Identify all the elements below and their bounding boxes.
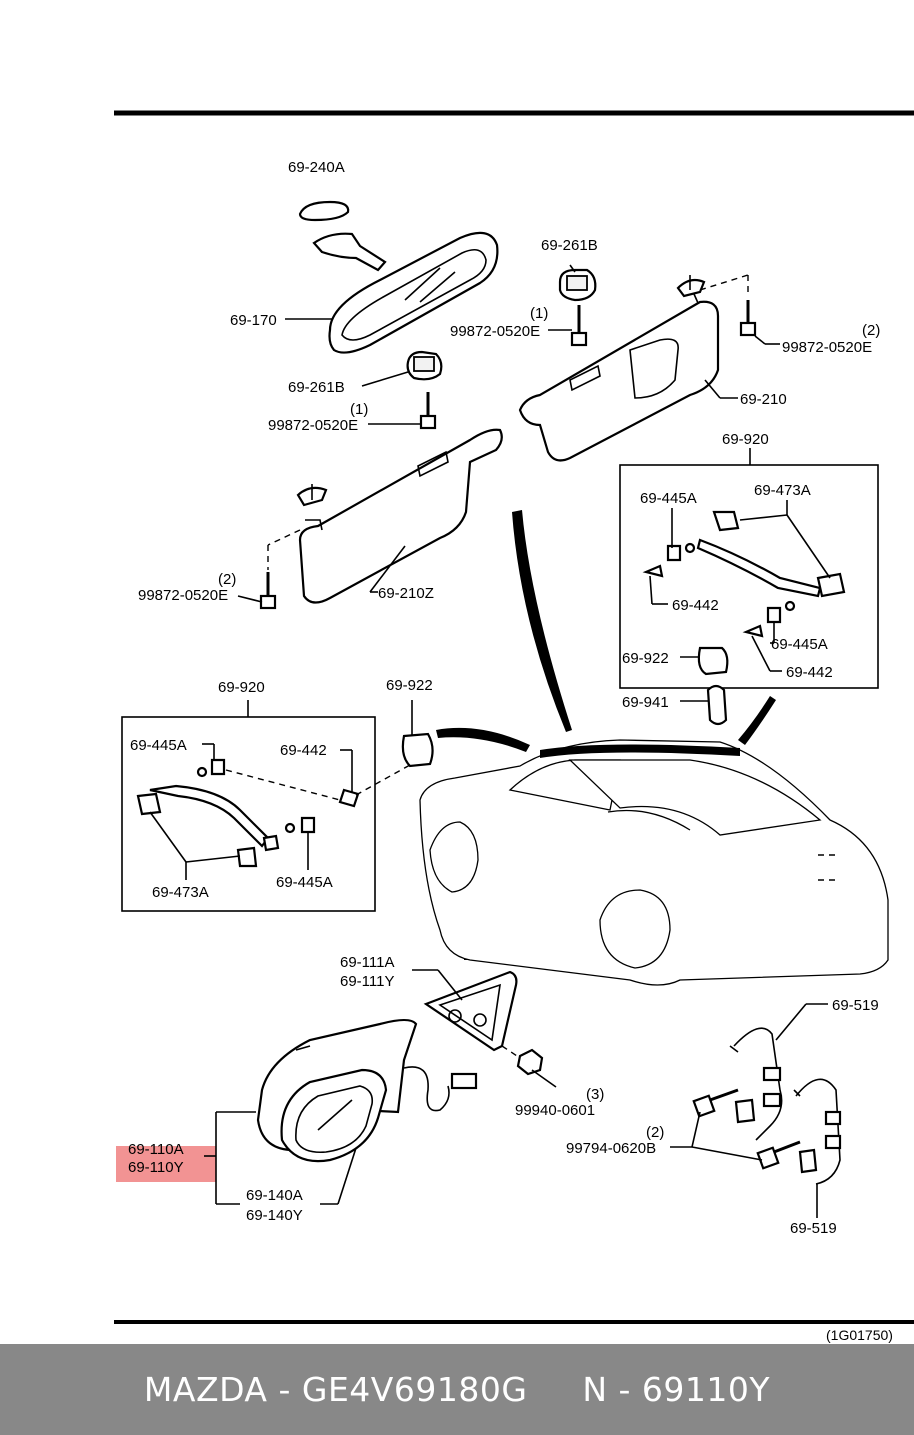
part-69-922-right [697,646,729,676]
label-69-922-right: 69-922 [622,650,669,667]
label-screw2-right-qty: (2) [862,322,880,339]
label-69-140y: 69-140Y [246,1207,303,1224]
label-screw1-top: 99872-0520E [450,323,540,340]
label-69-941: 69-941 [622,694,669,711]
label-69-170: 69-170 [230,312,277,329]
label-69-111y: 69-111Y [340,973,395,990]
label-screw2-right: 99872-0520E [782,339,872,356]
left-box-parts [136,758,360,868]
label-69-210z: 69-210Z [378,585,434,602]
screw-left-visor [259,572,277,610]
label-screw2-left-qty: (2) [218,571,236,588]
part-69-240a [298,200,350,222]
part-69-110-door-mirror [256,1018,478,1163]
part-69-519-brackets [729,1027,842,1185]
car-silhouette [419,739,889,986]
pointer-swoosh-left [436,727,530,752]
label-right-box-445a-top: 69-445A [640,490,697,507]
label-69-111a: 69-111A [340,954,395,971]
highlight-marker [116,1146,216,1182]
part-bolts [692,1088,801,1170]
part-69-210-visor [518,275,720,462]
label-69-519-top: 69-519 [832,997,879,1014]
label-screw1-mid-qty: (1) [350,401,368,418]
caption-text: MAZDA - GE4V69180G N - 69110Y [143,1370,771,1409]
part-69-261b-top [558,268,597,347]
label-nut-qty: (3) [586,1086,604,1103]
label-69-519-bottom: 69-519 [790,1220,837,1237]
label-left-box-473a: 69-473A [152,884,209,901]
screw-right-visor [739,300,757,337]
label-screw1-mid: 99872-0520E [268,417,358,434]
pointer-swoosh-upper [512,510,572,732]
label-69-261b-mid: 69-261B [288,379,345,396]
parts-diagram: 69-240A 69-170 69-261B (1) 99872-0520E 6… [114,110,914,1343]
part-69-941 [706,684,728,726]
label-right-box-442-bottom: 69-442 [786,664,833,681]
label-69-210: 69-210 [740,391,787,408]
label-bolt: 99794-0620B [566,1140,656,1157]
label-69-110a: 69-110A [128,1141,184,1158]
label-69-140a: 69-140A [246,1187,303,1204]
label-69-110y: 69-110Y [128,1159,184,1176]
label-69-922-left: 69-922 [386,677,433,694]
ref-code: (1G01750) [826,1327,893,1343]
part-69-111-cover [423,970,518,1052]
part-69-170-mirror [312,231,499,354]
label-right-box-442-top: 69-442 [672,597,719,614]
right-box [619,464,879,689]
part-69-922-left [401,732,434,768]
label-right-box-445a-bottom: 69-445A [771,636,828,653]
label-nut: 99940-0601 [515,1102,595,1119]
part-nut [516,1048,544,1076]
label-69-240a: 69-240A [288,159,345,176]
label-screw2-left: 99872-0520E [138,587,228,604]
right-box-parts [642,510,846,638]
label-left-box-title: 69-920 [218,679,265,696]
caption-bar: MAZDA - GE4V69180G N - 69110Y [0,1344,914,1435]
part-69-210z-visor [296,428,503,604]
label-right-box-473a: 69-473A [754,482,811,499]
label-left-box-445a-top: 69-445A [130,737,187,754]
label-69-261b-top: 69-261B [541,237,598,254]
label-bolt-qty: (2) [646,1124,664,1141]
label-screw1-top-qty: (1) [530,305,548,322]
pointer-swoosh-right [738,696,776,745]
label-right-box-title: 69-920 [722,431,769,448]
leader-lines [149,264,831,1218]
label-left-box-442: 69-442 [280,742,327,759]
part-69-261b-mid [406,350,443,430]
label-left-box-445a-bottom: 69-445A [276,874,333,891]
